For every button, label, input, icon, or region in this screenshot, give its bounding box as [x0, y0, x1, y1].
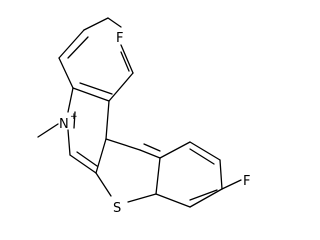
bond [83, 17, 109, 31]
fluorine-top-label: F [116, 31, 123, 46]
bond [219, 159, 223, 190]
pyridinium-ring [67, 87, 110, 174]
nitrogen-label: N [59, 117, 69, 132]
bond [58, 29, 85, 59]
double-bond [120, 51, 130, 72]
bond [155, 157, 161, 195]
bottom-benzene-ring [155, 141, 223, 208]
c-f-bond [221, 179, 242, 190]
bond [159, 141, 191, 159]
bond [189, 188, 223, 208]
bond [58, 57, 74, 89]
bond [120, 44, 134, 74]
bond [127, 193, 157, 203]
bond [189, 141, 221, 161]
double-bond [79, 82, 113, 95]
bond [67, 129, 71, 156]
bond [95, 172, 112, 197]
bond [95, 138, 107, 174]
n-methyl-bond [37, 123, 59, 138]
fluorine-right-label: F [243, 174, 250, 189]
molecule-structure: F N + S F [37, 17, 250, 216]
sulfur-label: S [113, 201, 121, 216]
bond [105, 100, 110, 140]
bond [105, 138, 141, 151]
nitrogen-charge-label: + [70, 112, 78, 122]
double-bond [73, 111, 76, 129]
bond [155, 193, 191, 208]
double-bond [189, 189, 218, 201]
bond [139, 149, 161, 159]
bond [107, 17, 122, 28]
bond [108, 72, 134, 102]
double-bond [67, 36, 89, 59]
bond [67, 87, 74, 113]
bond [72, 87, 110, 102]
double-bond [76, 151, 98, 167]
double-bond [143, 143, 161, 152]
double-bond [189, 148, 215, 165]
bond [69, 154, 97, 174]
top-benzene-ring [58, 17, 134, 102]
thiophene-ring [95, 138, 161, 203]
